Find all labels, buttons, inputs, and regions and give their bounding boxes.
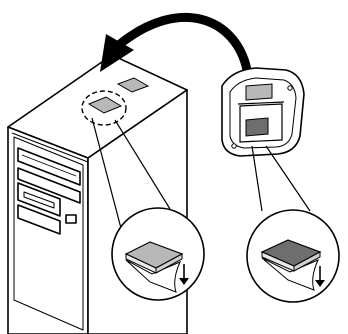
callout-lines-right: [252, 146, 310, 211]
magnifier-callout-icon: [247, 210, 339, 302]
power-button: [66, 215, 76, 223]
adhesive-pad-icon: [246, 84, 272, 100]
magnifier-callout-icon: [112, 208, 204, 300]
remote-device-icon: [222, 68, 304, 156]
adhesive-pad-icon: [246, 118, 268, 136]
